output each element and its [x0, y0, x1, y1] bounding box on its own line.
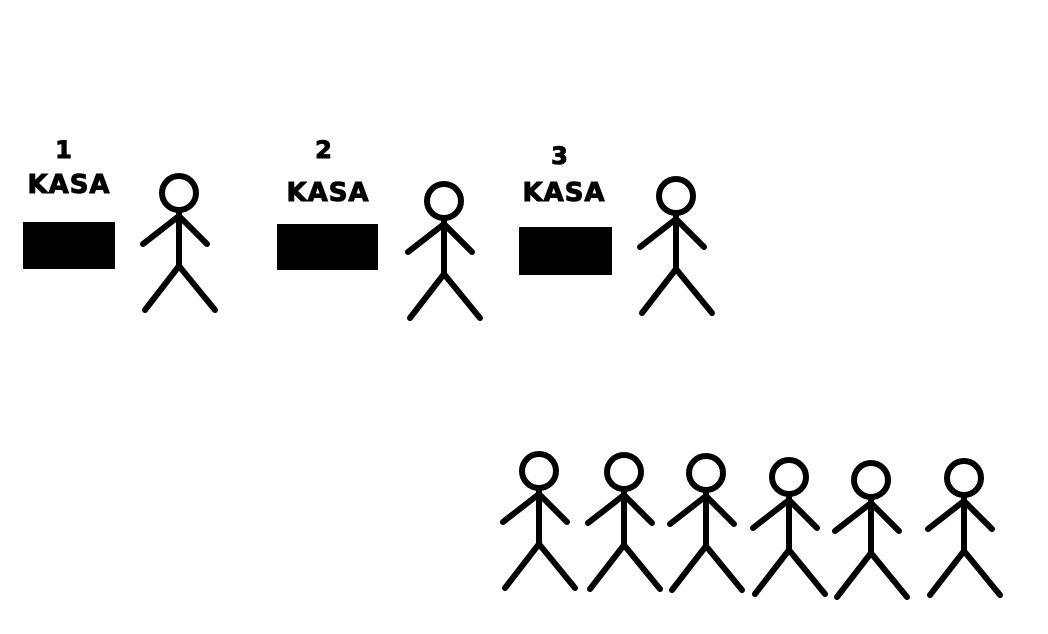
waiting-person-3 [667, 453, 745, 593]
waiting-person-4 [750, 457, 828, 597]
counter-2-desk [277, 224, 378, 270]
counter-3-desk [519, 227, 612, 275]
waiting-person-2 [585, 452, 663, 592]
counter-1-label: KASA [27, 170, 111, 200]
counter-1-desk [23, 222, 115, 269]
counter-2-number: 2 [315, 136, 333, 164]
counter-3-number: 3 [551, 142, 569, 170]
counter-2-label: KASA [286, 178, 370, 208]
counter-1-number: 1 [55, 136, 73, 164]
waiting-person-5 [832, 460, 910, 600]
counter-3-label: KASA [522, 178, 606, 208]
customer-at-counter-3 [637, 176, 715, 316]
customer-at-counter-2 [405, 181, 483, 321]
customer-at-counter-1 [140, 173, 218, 313]
waiting-person-6 [925, 458, 1003, 598]
waiting-person-1 [500, 451, 578, 591]
